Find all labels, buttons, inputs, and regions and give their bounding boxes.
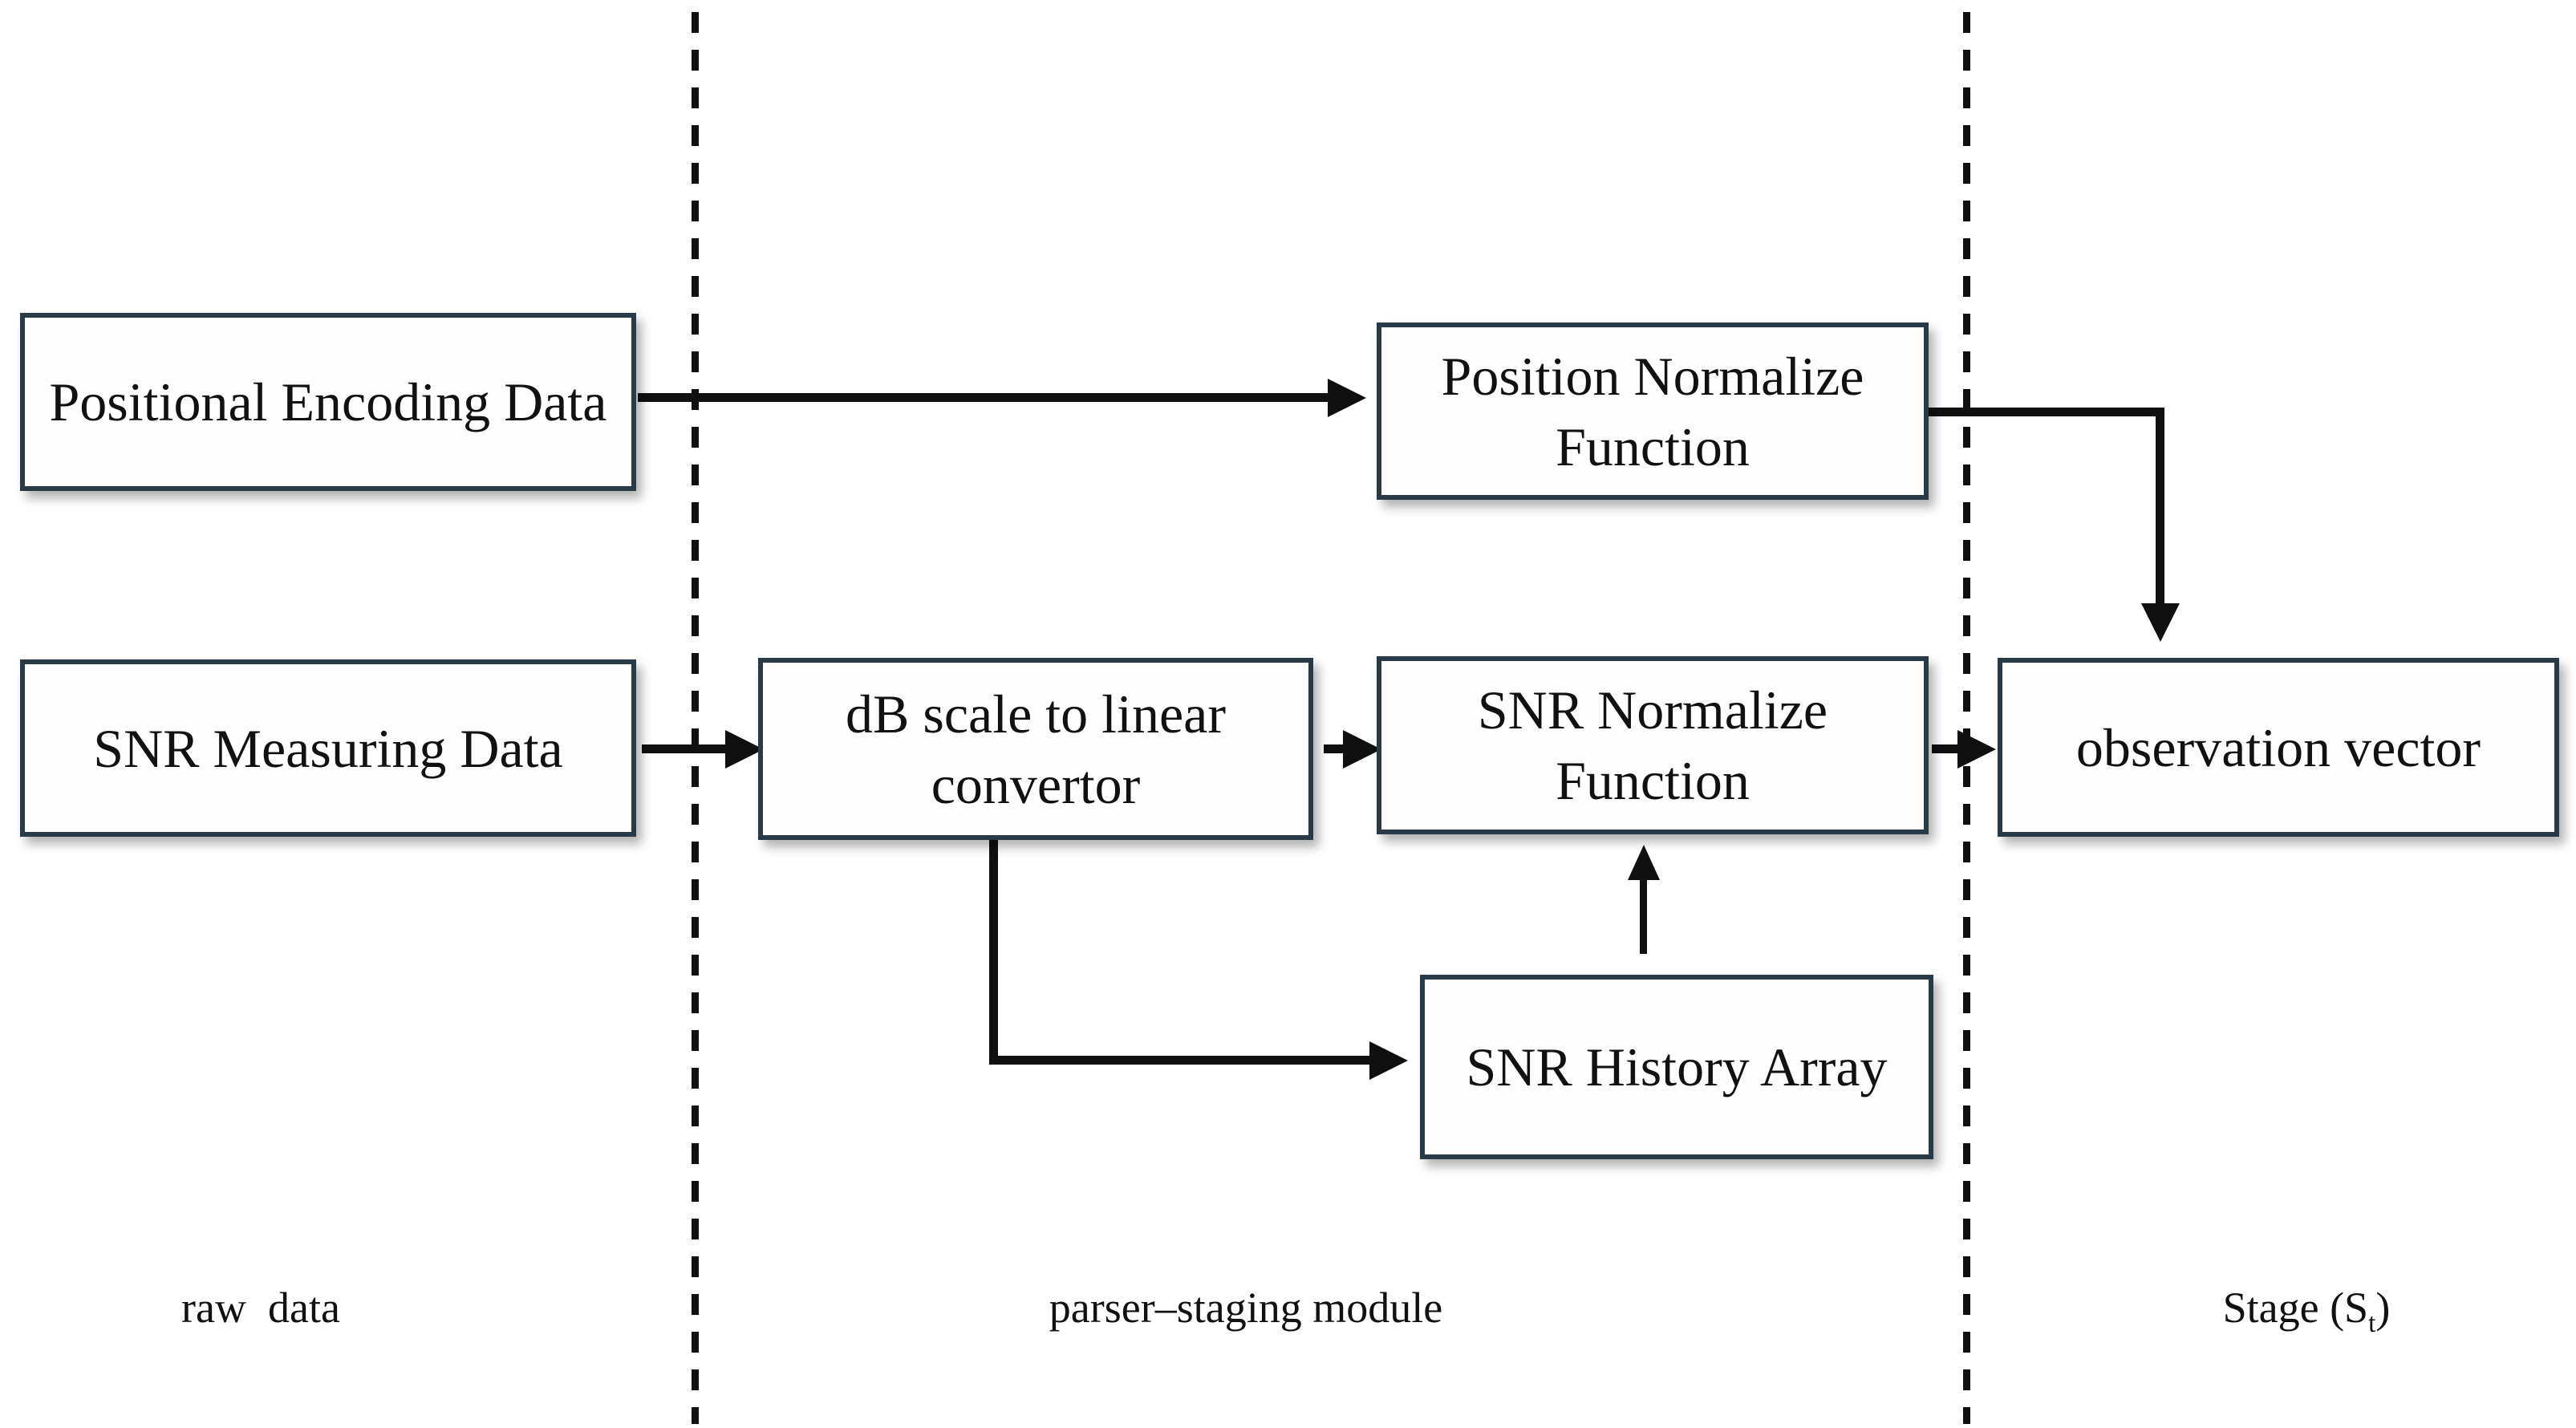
arrow-posenc-to-posnorm-head <box>1328 379 1366 417</box>
node-label: Positional Encoding Data <box>49 371 607 432</box>
node-snr-measuring-data: SNR Measuring Data <box>20 659 636 837</box>
node-label: SNR Measuring Data <box>93 717 563 779</box>
node-label: SNR History Array <box>1466 1037 1888 1097</box>
arrow-snrnorm-to-obs-line <box>1932 744 1957 753</box>
lane-label-text: parser–staging module <box>1049 1284 1443 1332</box>
stage-label-prefix: Stage (S <box>2222 1284 2369 1332</box>
node-snr-history-array: SNR History Array <box>1420 975 1933 1159</box>
arrow-snrnorm-to-obs-head <box>1957 730 1996 769</box>
node-observation-vector: observation vector <box>1998 658 2559 837</box>
arrow-snrmeas-to-dbconv-line <box>642 744 725 753</box>
arrow-history-to-snrnorm-line <box>1640 880 1647 954</box>
lane-label-parser-staging-module: parser–staging module <box>965 1274 1527 1341</box>
arrow-posnorm-to-obs-hline <box>1927 408 2164 416</box>
node-label: observation vector <box>2075 716 2481 778</box>
node-snr-normalize-function: SNR Normalize Function <box>1377 656 1929 834</box>
node-label: SNR Normalize Function <box>1477 680 1828 811</box>
lane-divider-parser-stage <box>1963 12 1970 1424</box>
arrow-dbconv-to-history-hline <box>989 1056 1369 1065</box>
node-label: Position Normalize Function <box>1441 345 1864 477</box>
stage-subscript: t <box>2368 1308 2376 1338</box>
arrow-snrmeas-to-dbconv-head <box>725 730 764 769</box>
node-positional-encoding-data: Positional Encoding Data <box>20 313 636 491</box>
node-label: dB scale to linear convertor <box>846 683 1226 815</box>
arrow-dbconv-to-snrnorm-line <box>1324 744 1343 753</box>
arrow-posnorm-to-obs-vline <box>2156 408 2164 605</box>
node-position-normalize-function: Position Normalize Function <box>1377 323 1929 500</box>
arrow-history-to-snrnorm-head <box>1628 845 1660 880</box>
lane-label-stage: Stage (St) <box>2026 1274 2576 1341</box>
arrow-posnorm-to-obs-head <box>2141 603 2180 642</box>
arrow-posenc-to-posnorm-line <box>638 393 1328 402</box>
node-db-scale-to-linear-convertor: dB scale to linear convertor <box>758 658 1313 840</box>
lane-label-text: Stage (St) <box>2222 1283 2391 1337</box>
arrow-dbconv-to-history-vline <box>989 840 998 1065</box>
arrow-dbconv-to-history-head <box>1369 1041 1408 1080</box>
lane-label-text: raw data <box>181 1284 340 1332</box>
arrow-dbconv-to-snrnorm-head <box>1343 730 1381 769</box>
stage-label-suffix: ) <box>2375 1284 2391 1332</box>
lane-divider-raw-parser <box>692 12 699 1424</box>
lane-label-raw-data: raw data <box>60 1274 461 1341</box>
